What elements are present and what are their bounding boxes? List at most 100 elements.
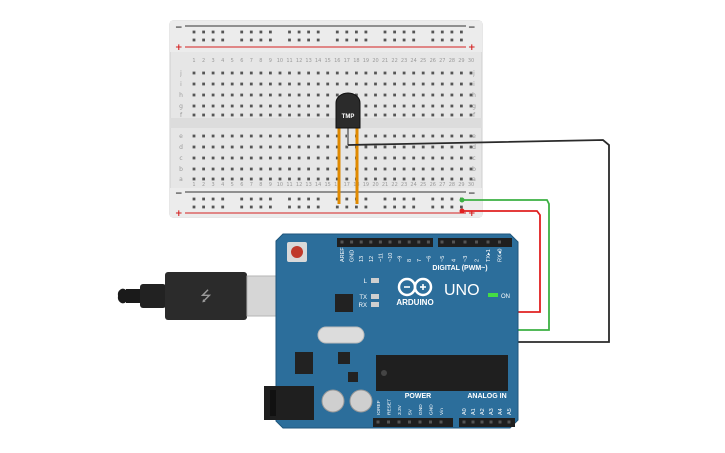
- terminal-hole[interactable]: [450, 82, 454, 86]
- terminal-hole[interactable]: [316, 93, 320, 97]
- terminal-hole[interactable]: [278, 167, 282, 171]
- terminal-hole[interactable]: [259, 113, 263, 117]
- terminal-hole[interactable]: [297, 145, 301, 149]
- rail-hole[interactable]: [450, 38, 454, 42]
- terminal-hole[interactable]: [364, 177, 368, 181]
- terminal-hole[interactable]: [278, 177, 282, 181]
- rail-hole[interactable]: [412, 30, 416, 34]
- terminal-hole[interactable]: [202, 71, 205, 75]
- terminal-hole[interactable]: [288, 71, 291, 75]
- rail-hole[interactable]: [450, 205, 454, 209]
- terminal-hole[interactable]: [374, 93, 377, 97]
- terminal-hole[interactable]: [230, 134, 234, 138]
- analog-header[interactable]: [459, 418, 515, 427]
- terminal-hole[interactable]: [211, 156, 215, 160]
- terminal-hole[interactable]: [288, 167, 291, 171]
- terminal-hole[interactable]: [402, 145, 406, 149]
- terminal-hole[interactable]: [412, 156, 416, 160]
- terminal-hole[interactable]: [269, 104, 272, 108]
- terminal-hole[interactable]: [259, 134, 263, 138]
- terminal-hole[interactable]: [421, 134, 425, 138]
- terminal-hole[interactable]: [393, 134, 396, 138]
- terminal-hole[interactable]: [402, 177, 406, 181]
- terminal-hole[interactable]: [269, 145, 272, 149]
- terminal-hole[interactable]: [249, 167, 253, 171]
- rail-hole[interactable]: [288, 197, 291, 201]
- terminal-hole[interactable]: [364, 134, 368, 138]
- rail-hole[interactable]: [249, 205, 253, 209]
- rail-hole[interactable]: [288, 30, 291, 34]
- terminal-hole[interactable]: [402, 104, 406, 108]
- header-pin[interactable]: [417, 240, 421, 244]
- terminal-hole[interactable]: [393, 71, 396, 75]
- terminal-hole[interactable]: [460, 104, 463, 108]
- rail-hole[interactable]: [355, 38, 358, 42]
- terminal-hole[interactable]: [460, 71, 463, 75]
- terminal-hole[interactable]: [326, 167, 330, 171]
- terminal-hole[interactable]: [211, 167, 215, 171]
- terminal-hole[interactable]: [269, 93, 272, 97]
- rail-hole[interactable]: [240, 197, 244, 201]
- terminal-hole[interactable]: [431, 104, 435, 108]
- terminal-hole[interactable]: [269, 167, 272, 171]
- terminal-hole[interactable]: [393, 93, 396, 97]
- terminal-hole[interactable]: [221, 93, 225, 97]
- terminal-hole[interactable]: [460, 134, 463, 138]
- rail-hole[interactable]: [192, 30, 196, 34]
- rail-hole[interactable]: [307, 38, 310, 42]
- terminal-hole[interactable]: [240, 104, 244, 108]
- terminal-hole[interactable]: [249, 82, 253, 86]
- terminal-hole[interactable]: [450, 93, 454, 97]
- terminal-hole[interactable]: [345, 134, 349, 138]
- terminal-hole[interactable]: [316, 104, 320, 108]
- header-pin[interactable]: [387, 420, 390, 424]
- terminal-hole[interactable]: [412, 113, 416, 117]
- terminal-hole[interactable]: [345, 177, 349, 181]
- terminal-hole[interactable]: [288, 145, 291, 149]
- terminal-hole[interactable]: [460, 156, 463, 160]
- terminal-hole[interactable]: [440, 156, 444, 160]
- terminal-hole[interactable]: [402, 113, 406, 117]
- rail-hole[interactable]: [412, 205, 416, 209]
- header-pin[interactable]: [498, 420, 502, 424]
- terminal-hole[interactable]: [240, 113, 244, 117]
- rail-hole[interactable]: [288, 38, 291, 42]
- terminal-hole[interactable]: [326, 104, 330, 108]
- terminal-hole[interactable]: [221, 156, 225, 160]
- terminal-hole[interactable]: [335, 145, 339, 149]
- terminal-hole[interactable]: [364, 82, 368, 86]
- terminal-hole[interactable]: [221, 113, 225, 117]
- rail-hole[interactable]: [345, 38, 349, 42]
- terminal-hole[interactable]: [259, 177, 263, 181]
- terminal-hole[interactable]: [460, 177, 463, 181]
- header-pin[interactable]: [350, 240, 354, 244]
- terminal-hole[interactable]: [269, 82, 272, 86]
- terminal-hole[interactable]: [192, 156, 196, 160]
- terminal-hole[interactable]: [335, 71, 339, 75]
- terminal-hole[interactable]: [297, 71, 301, 75]
- terminal-hole[interactable]: [460, 82, 463, 86]
- terminal-hole[interactable]: [421, 156, 425, 160]
- terminal-hole[interactable]: [259, 104, 263, 108]
- terminal-hole[interactable]: [221, 134, 225, 138]
- terminal-hole[interactable]: [345, 82, 349, 86]
- terminal-hole[interactable]: [249, 113, 253, 117]
- terminal-hole[interactable]: [326, 71, 330, 75]
- terminal-hole[interactable]: [278, 71, 282, 75]
- rail-hole[interactable]: [402, 197, 406, 201]
- terminal-hole[interactable]: [383, 134, 387, 138]
- terminal-hole[interactable]: [393, 113, 396, 117]
- terminal-hole[interactable]: [355, 71, 358, 75]
- rail-hole[interactable]: [269, 38, 272, 42]
- terminal-hole[interactable]: [383, 82, 387, 86]
- terminal-hole[interactable]: [307, 104, 310, 108]
- terminal-hole[interactable]: [364, 71, 368, 75]
- usb-cable[interactable]: ⭍: [117, 272, 294, 320]
- terminal-hole[interactable]: [335, 134, 339, 138]
- terminal-hole[interactable]: [202, 177, 205, 181]
- terminal-hole[interactable]: [335, 82, 339, 86]
- header-pin[interactable]: [426, 240, 430, 244]
- rail-hole[interactable]: [335, 38, 339, 42]
- terminal-hole[interactable]: [221, 177, 225, 181]
- terminal-hole[interactable]: [316, 177, 320, 181]
